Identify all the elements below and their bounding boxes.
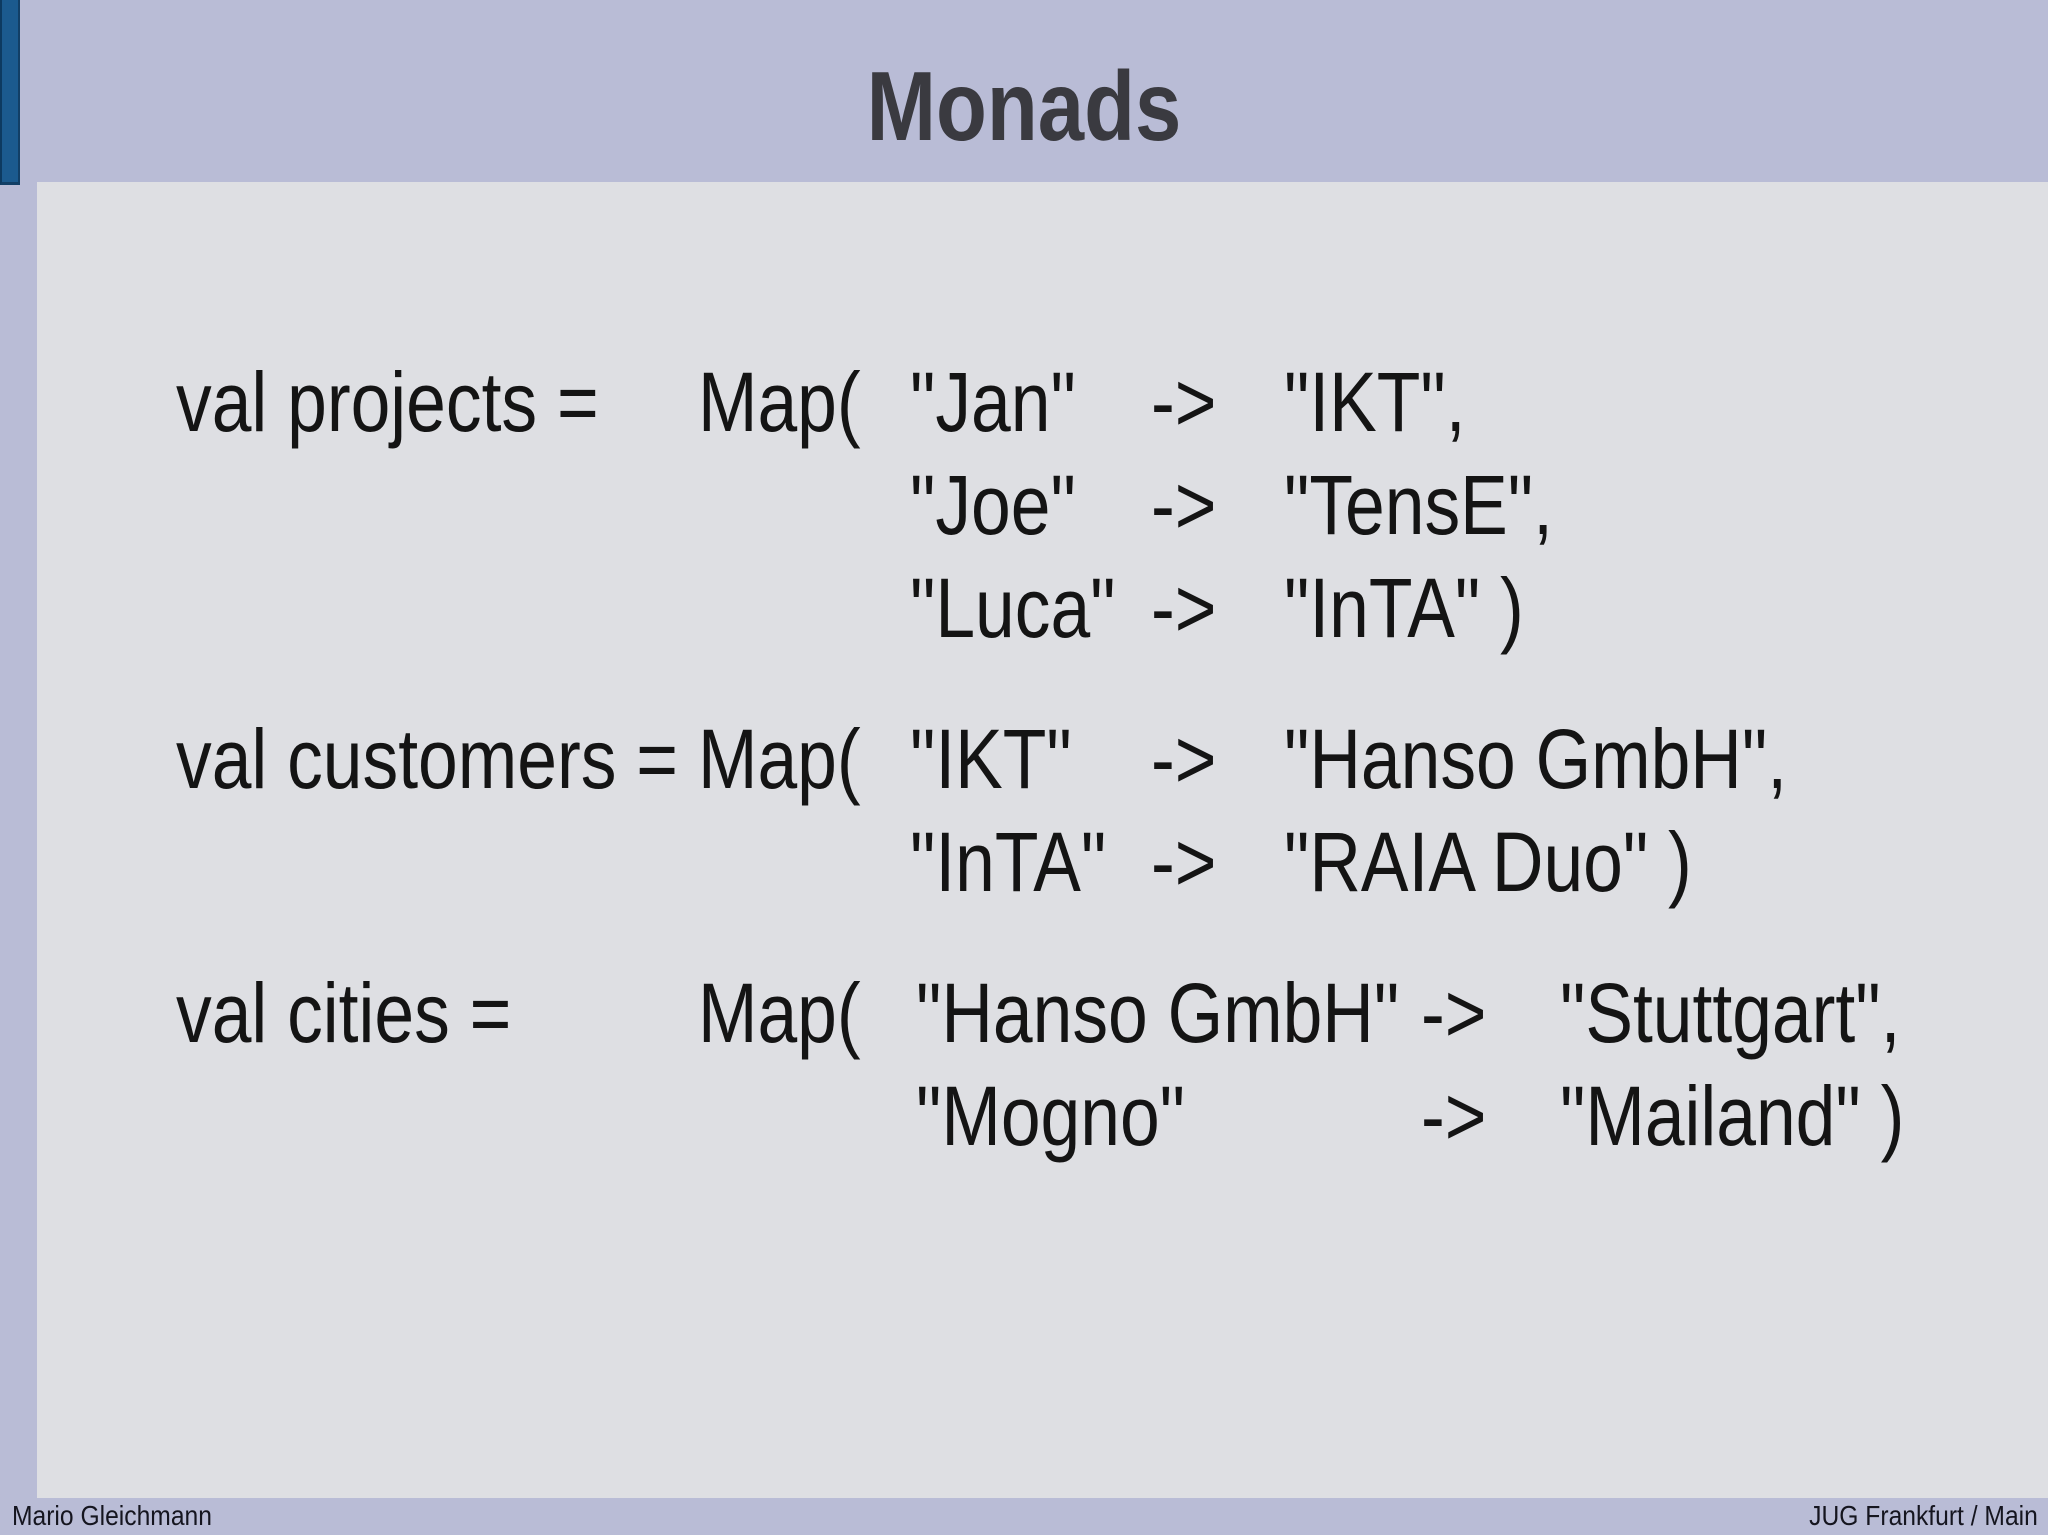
map-key: "Joe" bbox=[910, 458, 1076, 552]
val-declaration-label: val customers = bbox=[176, 712, 678, 806]
map-arrow: -> bbox=[1151, 355, 1217, 449]
map-value: "RAIA Duo" ) bbox=[1284, 815, 1692, 909]
slide-content-panel bbox=[37, 182, 2048, 1498]
map-open: Map( bbox=[698, 355, 861, 449]
accent-bar bbox=[0, 0, 20, 185]
map-arrow: -> bbox=[1151, 561, 1217, 655]
code-line: "Luca" -> "InTA" ) bbox=[0, 557, 2048, 660]
code-line: val cities = Map( "Hanso GmbH" -> "Stutt… bbox=[0, 962, 2048, 1065]
val-declaration-label: val cities = bbox=[176, 966, 512, 1060]
map-arrow: -> bbox=[1151, 712, 1217, 806]
map-value: "TensE", bbox=[1284, 458, 1553, 552]
map-key: "IKT" bbox=[910, 712, 1072, 806]
map-value: "IKT", bbox=[1284, 355, 1466, 449]
val-declaration-label: val projects = bbox=[176, 355, 599, 449]
slide-header: Monads bbox=[0, 0, 2048, 182]
code-line: val projects = Map( "Jan" -> "IKT", bbox=[0, 351, 2048, 454]
map-open: Map( bbox=[698, 966, 861, 1060]
footer-author: Mario Gleichmann bbox=[12, 1500, 212, 1531]
map-open: Map( bbox=[698, 712, 861, 806]
map-arrow: -> bbox=[1151, 815, 1217, 909]
map-key: "InTA" bbox=[910, 815, 1107, 909]
code-line: "Mogno" -> "Mailand" ) bbox=[0, 1065, 2048, 1168]
map-key: "Luca" bbox=[910, 561, 1116, 655]
slide-title: Monads bbox=[866, 51, 1182, 161]
map-value: "Mailand" ) bbox=[1560, 1069, 1905, 1163]
slide-footer: Mario Gleichmann JUG Frankfurt / Main bbox=[0, 1498, 2048, 1535]
code-line: "InTA" -> "RAIA Duo" ) bbox=[0, 811, 2048, 914]
map-value: "Stuttgart", bbox=[1560, 966, 1901, 1060]
map-value: "InTA" ) bbox=[1284, 561, 1524, 655]
map-key: "Jan" bbox=[910, 355, 1076, 449]
code-line: val customers = Map( "IKT" -> "Hanso Gmb… bbox=[0, 708, 2048, 811]
map-key: "Mogno" bbox=[916, 1069, 1186, 1163]
map-arrow: -> bbox=[1421, 966, 1487, 1060]
map-arrow: -> bbox=[1421, 1069, 1487, 1163]
map-value: "Hanso GmbH", bbox=[1284, 712, 1788, 806]
footer-event: JUG Frankfurt / Main bbox=[1809, 1500, 2038, 1531]
code-line: "Joe" -> "TensE", bbox=[0, 454, 2048, 557]
map-key: "Hanso GmbH" bbox=[916, 966, 1400, 1060]
map-arrow: -> bbox=[1151, 458, 1217, 552]
